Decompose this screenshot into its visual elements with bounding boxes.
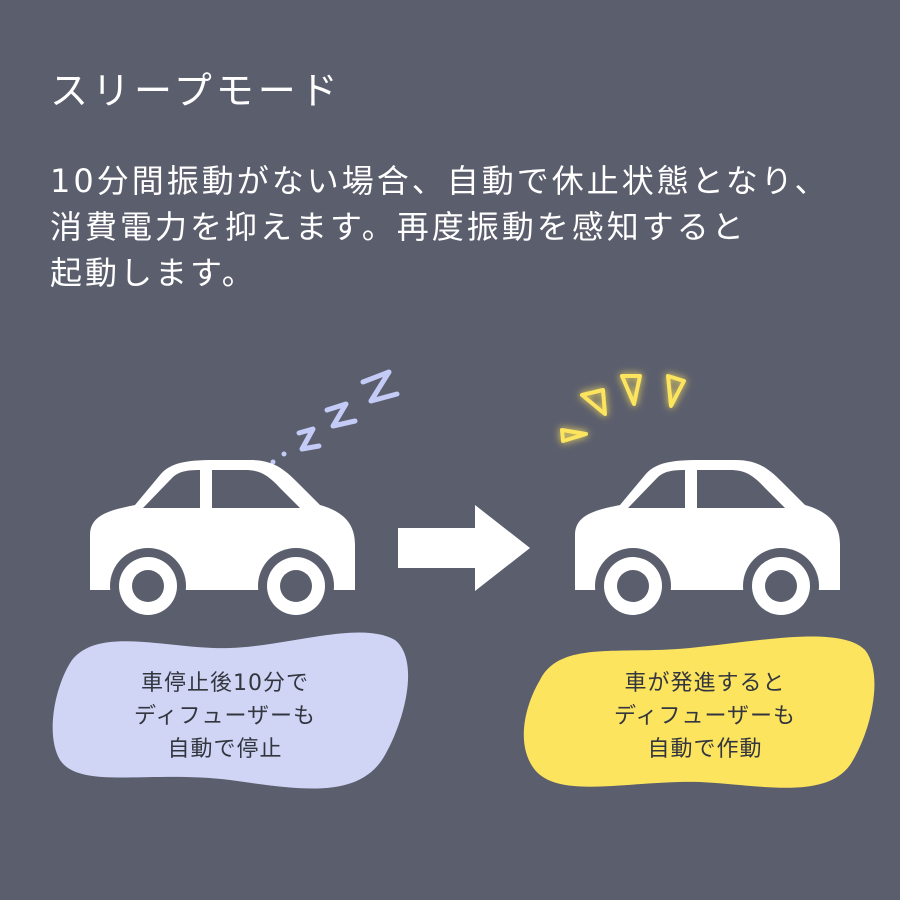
description-line: 10分間振動がない場合、自動で休止状態となり、 <box>50 162 830 200</box>
sleeping-car-icon <box>90 460 355 624</box>
alert-rays-icon <box>560 374 686 443</box>
caption-line: ディフューザーも <box>133 704 317 729</box>
left-caption-bubble <box>52 632 409 789</box>
caption-line: 自動で停止 <box>167 737 283 762</box>
right-arrow-icon <box>398 505 530 591</box>
page-title: スリープモード <box>50 69 342 113</box>
caption-line: ディフューザーも <box>613 704 797 729</box>
caption-line: 車停止後10分で <box>141 671 309 696</box>
caption-line: 自動で作動 <box>647 737 763 762</box>
caption-line: 車が発進すると <box>624 671 786 696</box>
right-caption: 車が発進すると ディフューザーも 自動で作動 <box>575 667 835 766</box>
right-caption-bubble <box>523 636 875 788</box>
description: 10分間振動がない場合、自動で休止状態となり、 消費電力を抑えます。再度振動を感… <box>50 158 870 296</box>
moving-car-icon <box>575 460 840 624</box>
description-line: 起動します。 <box>50 254 257 292</box>
left-caption: 車停止後10分で ディフューザーも 自動で停止 <box>95 667 355 766</box>
description-line: 消費電力を抑えます。再度振動を感知すると <box>50 208 747 246</box>
sleep-zzz-icon <box>270 369 400 465</box>
